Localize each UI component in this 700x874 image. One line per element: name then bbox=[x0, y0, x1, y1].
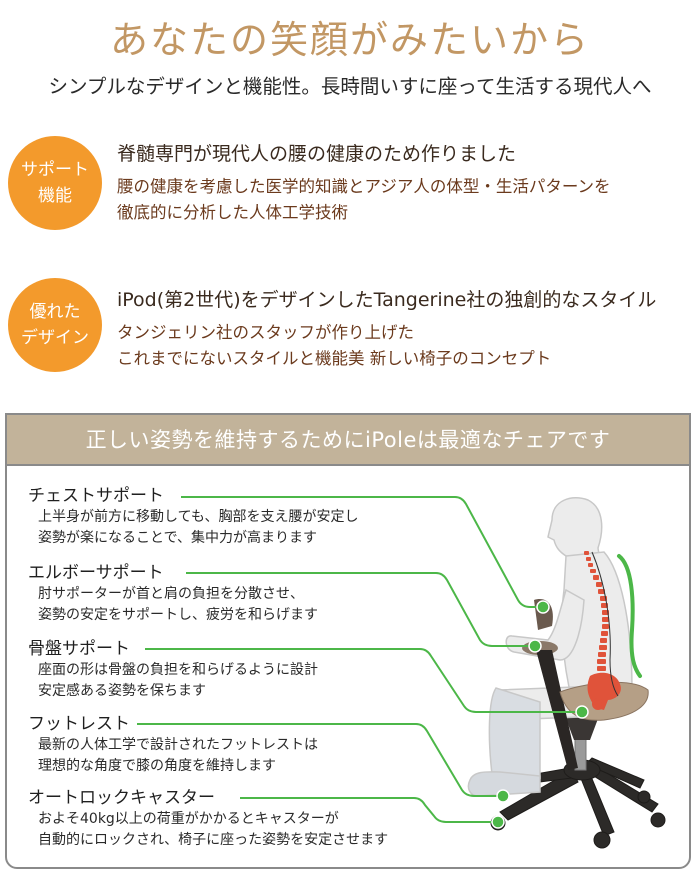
feature-heading: iPod(第2世代)をデザインしたTangerine社の独創的なスタイル bbox=[117, 289, 657, 311]
feature-description: 腰の健康を考慮した医学的知識とアジア人の体型・生活パターンを 徹底的に分析した人… bbox=[117, 174, 611, 226]
hotspot-caster-icon[interactable] bbox=[491, 815, 505, 829]
feature-badge-support: サポート 機能 bbox=[8, 136, 102, 230]
callout-pelvis-support: 骨盤サポート 座面の形は骨盤の負担を和らげるように設計 安定感ある姿勢を保ちます bbox=[28, 638, 318, 702]
badge-label-line2: デザイン bbox=[21, 328, 89, 348]
callout-desc-line2: 自動的にロックされ、椅子に座った姿勢を安定させます bbox=[38, 832, 389, 848]
feature-support: サポート 機能 脊髄専門が現代人の腰の健康のため作りました 腰の健康を考慮した医… bbox=[0, 136, 700, 236]
feature-description: タンジェリン社のスタッフが作り上げた これまでにないスタイルと機能美 新しい椅子… bbox=[117, 320, 551, 372]
callout-chest-support: チェストサポート 上半身が前方に移動しても、胸部を支え腰が安定し 姿勢が楽になる… bbox=[28, 485, 358, 549]
callout-desc-line1: およそ40kg以上の荷重がかかるとキャスターが bbox=[38, 811, 339, 827]
panel-header: 正しい姿勢を維持するためにiPoleは最適なチェアです bbox=[7, 415, 689, 466]
feature-desc-line1: タンジェリン社のスタッフが作り上げた bbox=[117, 323, 414, 342]
hotspot-footrest-icon[interactable] bbox=[496, 789, 510, 803]
hotspot-chest-support-icon[interactable] bbox=[536, 600, 550, 614]
callout-auto-lock-caster: オートロックキャスター およそ40kg以上の荷重がかかるとキャスターが 自動的に… bbox=[28, 787, 388, 851]
badge-label-line1: サポート bbox=[21, 160, 89, 180]
callout-desc-line2: 姿勢の安定をサポートし、疲労を和らげます bbox=[38, 607, 318, 623]
callout-title: 骨盤サポート bbox=[28, 639, 130, 659]
callout-desc-line1: 上半身が前方に移動しても、胸部を支え腰が安定し bbox=[38, 509, 359, 525]
callout-desc-line2: 姿勢が楽になることで、集中力が高まります bbox=[38, 530, 318, 546]
callout-desc-line2: 安定感ある姿勢を保ちます bbox=[38, 683, 206, 699]
callout-elbow-support: エルボーサポート 肘サポーターが首と肩の負担を分散させ、 姿勢の安定をサポートし… bbox=[28, 562, 318, 626]
feature-heading: 脊髄専門が現代人の腰の健康のため作りました bbox=[117, 143, 517, 165]
feature-desc-line2: これまでにないスタイルと機能美 新しい椅子のコンセプト bbox=[117, 349, 552, 368]
feature-desc-line2: 徹底的に分析した人体工学技術 bbox=[117, 203, 348, 222]
feature-design: 優れた デザイン iPod(第2世代)をデザインしたTangerine社の独創的… bbox=[0, 278, 700, 378]
callout-title: フットレスト bbox=[28, 714, 130, 734]
callout-desc-line1: 最新の人体工学で設計されたフットレストは bbox=[38, 737, 318, 753]
feature-desc-line1: 腰の健康を考慮した医学的知識とアジア人の体型・生活パターンを bbox=[117, 177, 611, 196]
hotspot-pelvis-support-icon[interactable] bbox=[575, 705, 589, 719]
hotspot-elbow-support-icon[interactable] bbox=[528, 639, 542, 653]
feature-badge-design: 優れた デザイン bbox=[8, 278, 102, 372]
callout-desc-line2: 理想的な角度で膝の角度を維持します bbox=[38, 758, 276, 774]
callout-desc-line1: 肘サポーターが首と肩の負担を分散させ、 bbox=[38, 586, 304, 602]
page-title: あなたの笑顔がみたいから bbox=[109, 18, 590, 62]
callout-title: エルボーサポート bbox=[28, 563, 164, 583]
badge-label-line2: 機能 bbox=[38, 186, 72, 206]
badge-label-line1: 優れた bbox=[29, 302, 81, 322]
callout-desc-line1: 座面の形は骨盤の負担を和らげるように設計 bbox=[38, 662, 318, 678]
page-subtitle: シンプルなデザインと機能性。長時間いすに座って生活する現代人へ bbox=[48, 75, 652, 98]
callout-footrest: フットレスト 最新の人体工学で設計されたフットレストは 理想的な角度で膝の角度を… bbox=[28, 713, 318, 777]
callout-title: オートロックキャスター bbox=[28, 788, 215, 808]
callout-title: チェストサポート bbox=[28, 486, 164, 506]
